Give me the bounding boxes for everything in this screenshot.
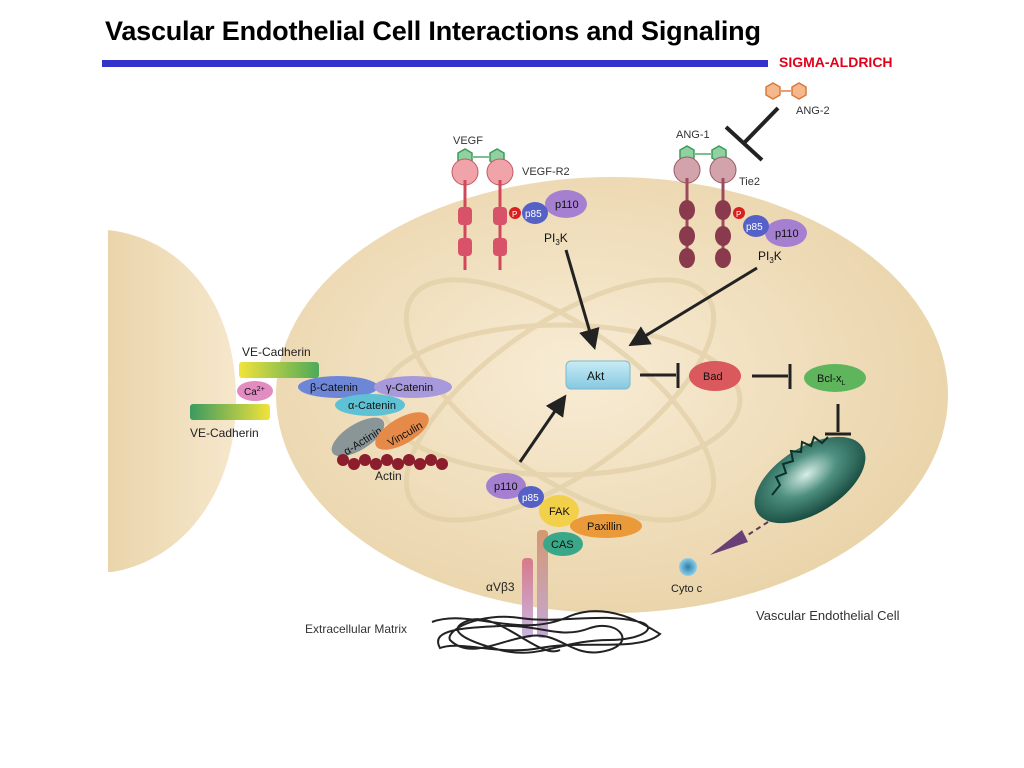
- tie2-receptor: [673, 156, 737, 268]
- ve-cadherin-top-label: VE-Cadherin: [242, 345, 311, 359]
- vegf-p85: [522, 202, 548, 224]
- cyto-c-node: [679, 558, 697, 576]
- tie2-p85: [743, 215, 769, 237]
- vegf-p110-label: p110: [555, 199, 579, 211]
- ang2-inhibit-bar: [724, 125, 764, 162]
- gamma-catenin-label: γ-Catenin: [386, 382, 433, 394]
- alpha-catenin-label: α-Catenin: [348, 400, 396, 412]
- focal-p85: [518, 486, 544, 508]
- cyto-c-label: Cyto c: [671, 583, 703, 595]
- calcium-label: Ca2+: [244, 386, 265, 398]
- cas-label: CAS: [551, 539, 574, 551]
- ve-cadherin-bottom-label: VE-Cadherin: [190, 426, 259, 440]
- ang2-label: ANG-2: [796, 105, 830, 117]
- vegfr2-label: VEGF-R2: [522, 166, 570, 178]
- beta-catenin-node: [298, 376, 378, 398]
- integrin-label: αVβ3: [486, 580, 515, 594]
- tie2-phospho: [733, 207, 745, 219]
- bclx-label: Bcl-xL: [817, 373, 845, 387]
- tie2-to-akt-arrow: [628, 266, 758, 347]
- focal-p85-label: p85: [522, 493, 539, 504]
- brand-label: SIGMA-ALDRICH: [779, 54, 893, 70]
- vinculin-node: [375, 412, 429, 450]
- vegf-phospho-label: P: [512, 210, 517, 219]
- extracellular-matrix: [431, 610, 662, 654]
- ve-cadherin-bottom: [190, 404, 270, 420]
- tie2-pi3k-label: PI3K: [758, 249, 782, 265]
- alpha-actinin-node: [331, 417, 385, 457]
- focal-p110: [486, 473, 526, 499]
- ang2-ligand: [765, 82, 807, 100]
- tie2-p110: [765, 219, 807, 247]
- mitochondrion: [754, 435, 866, 524]
- vegf-to-akt-arrow: [564, 249, 600, 351]
- vegf-p85-label: p85: [525, 209, 542, 220]
- gamma-catenin-node: [374, 376, 452, 398]
- page-title: Vascular Endothelial Cell Interactions a…: [105, 16, 761, 46]
- vegf-phospho: [509, 207, 521, 219]
- vegf-label: VEGF: [453, 135, 483, 147]
- vegf-r2-receptor: [451, 158, 514, 270]
- bad-label: Bad: [703, 371, 723, 383]
- actin-label: Actin: [375, 469, 402, 483]
- calcium-ion: [237, 381, 273, 401]
- integrin-beta: [537, 530, 548, 638]
- title-rule: [102, 60, 768, 67]
- ecm-label: Extracellular Matrix: [305, 622, 407, 636]
- ang2-inhibit-line: [742, 106, 780, 145]
- tie2-p110-label: p110: [775, 228, 799, 240]
- akt-node: [565, 360, 631, 390]
- ve-cadherin-top: [239, 362, 319, 378]
- akt-label: Akt: [587, 369, 605, 383]
- fak-to-akt-arrow: [518, 394, 567, 463]
- vegf-pi3k-label: PI3K: [544, 231, 568, 247]
- focal-p110-label: p110: [494, 481, 518, 493]
- vegf-p110: [545, 190, 587, 218]
- tie2-phospho-label: P: [736, 210, 741, 219]
- bad-node: [689, 361, 741, 391]
- fak-label: FAK: [549, 506, 570, 518]
- ang1-label: ANG-1: [676, 129, 710, 141]
- bclx-node: [804, 364, 866, 392]
- cas-node: [543, 532, 583, 556]
- alpha-catenin-node: [335, 394, 405, 416]
- actin-filament: [337, 454, 448, 470]
- neighbor-cell: [108, 230, 236, 572]
- tie2-label: Tie2: [739, 176, 760, 188]
- paxillin-label: Paxillin: [587, 521, 622, 533]
- fak-node: [539, 495, 579, 527]
- paxillin-node: [570, 514, 642, 538]
- beta-catenin-label: β-Catenin: [310, 382, 358, 394]
- cell-label: Vascular Endothelial Cell: [756, 608, 900, 623]
- tie2-p85-label: p85: [746, 222, 763, 233]
- cyto-release-arrowhead: [710, 530, 748, 555]
